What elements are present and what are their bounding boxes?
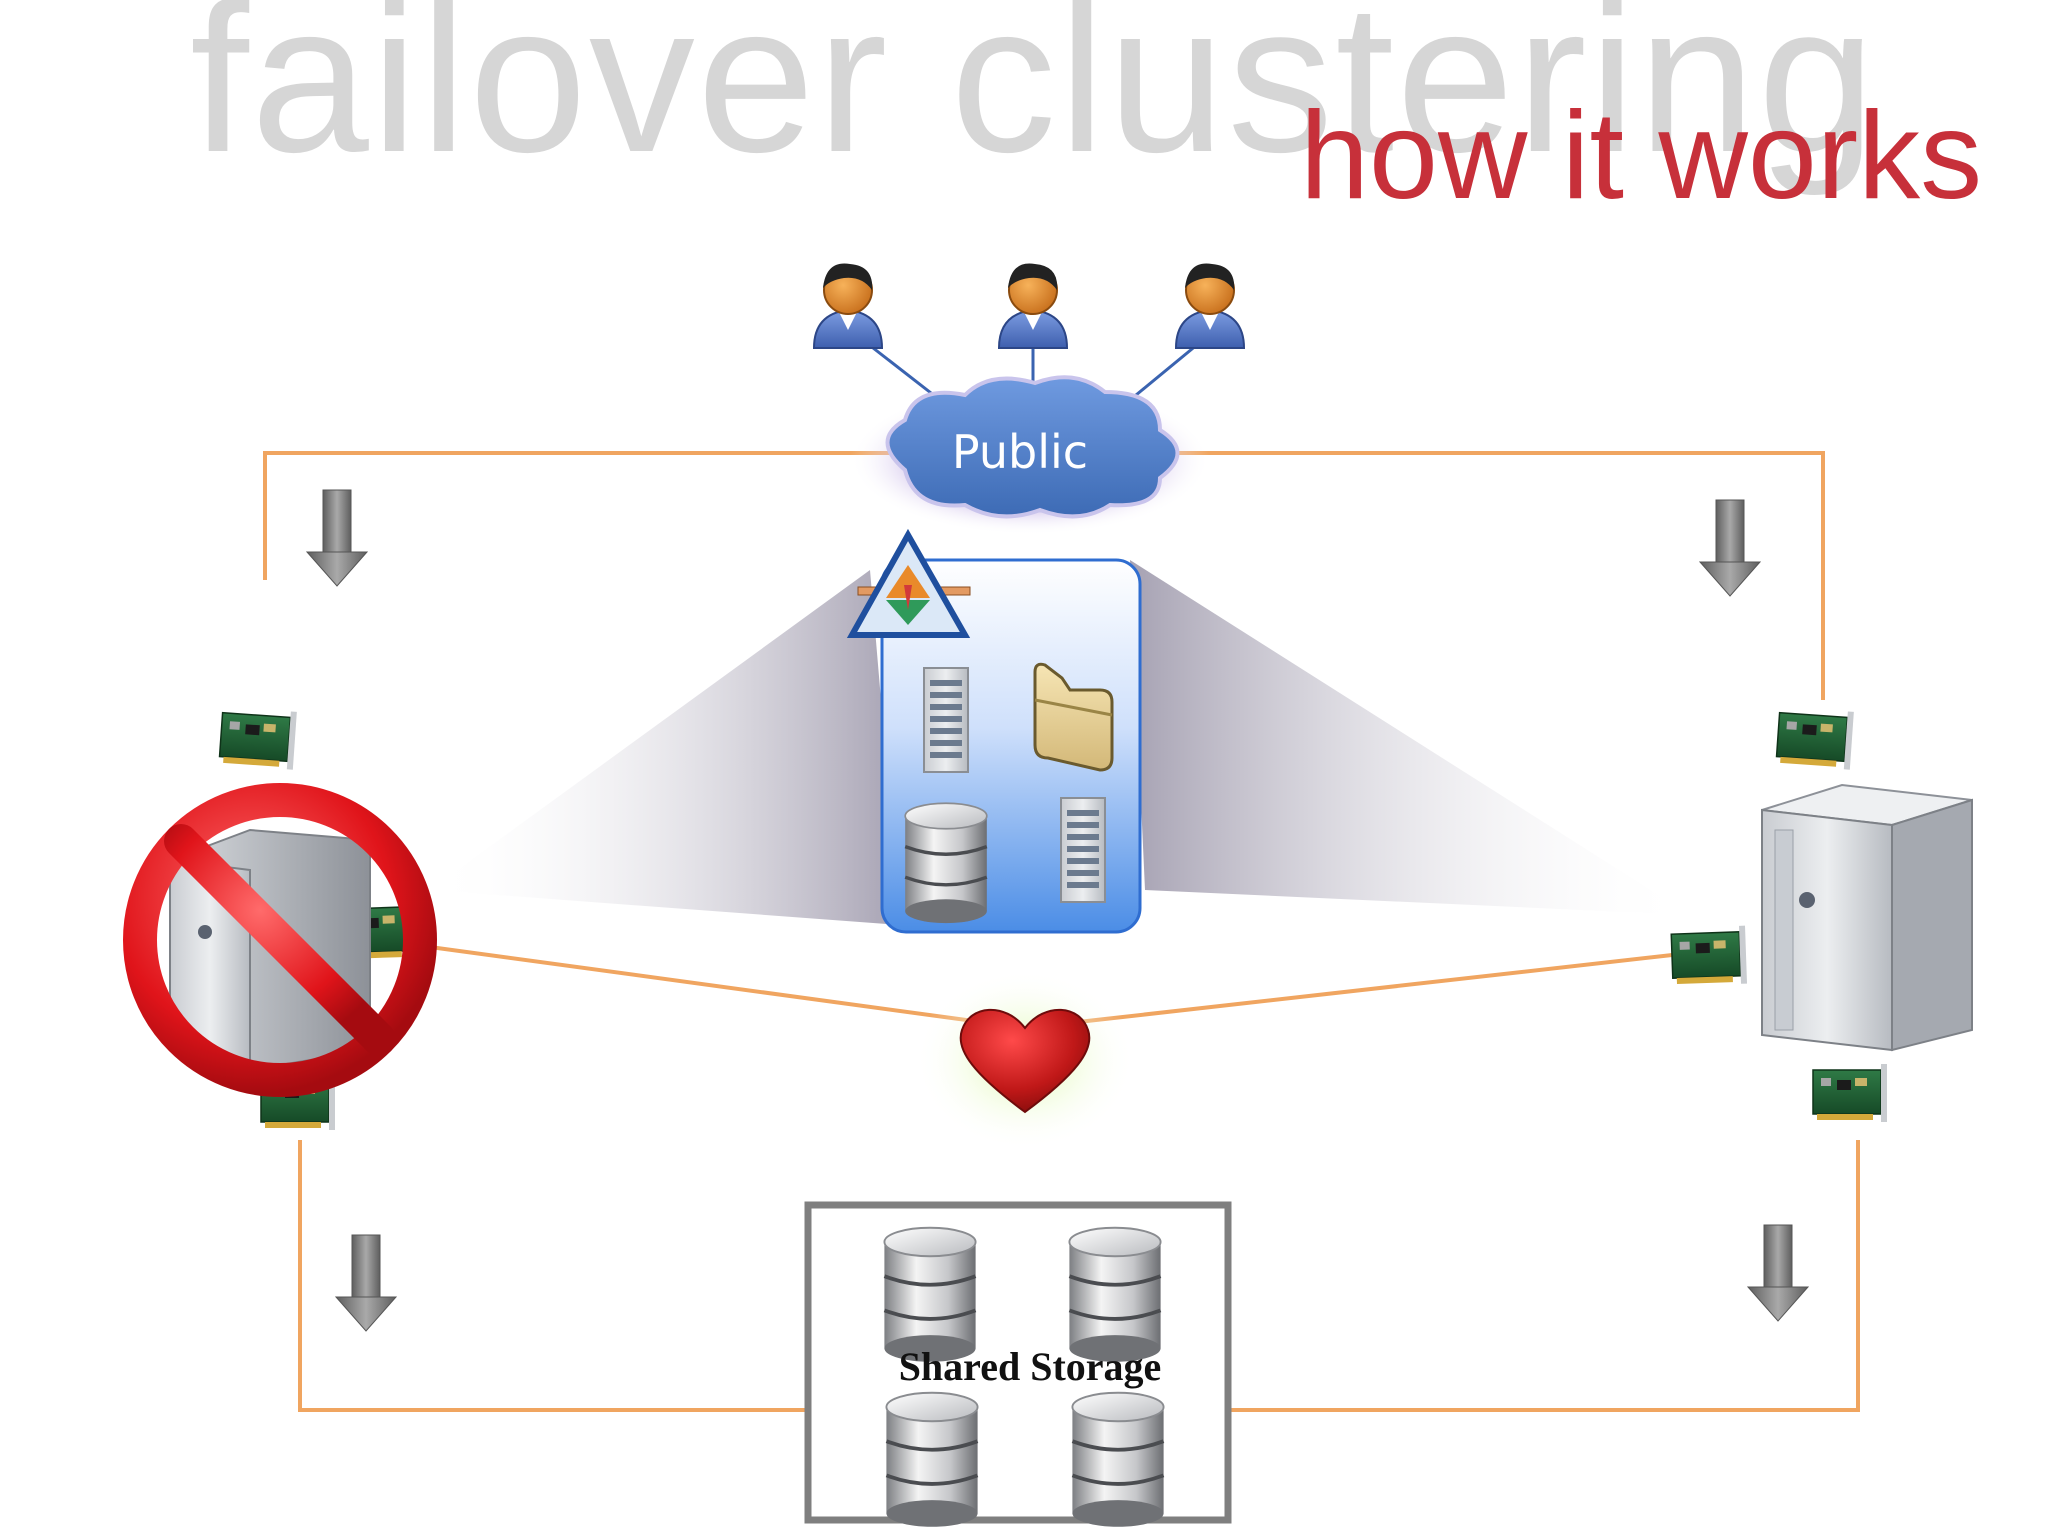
role-projection-right: [1130, 560, 1690, 915]
down-arrow-icon: [335, 1234, 397, 1332]
network-card-icon: [218, 705, 298, 771]
database-icon: [1067, 1225, 1163, 1364]
cluster-role-icon: [846, 528, 971, 638]
user-icon: [998, 262, 1068, 349]
down-arrow-icon: [1699, 499, 1761, 597]
prohibited-icon: [123, 783, 437, 1097]
shared-storage-label: Shared Storage: [899, 1344, 1162, 1389]
down-arrow-icon: [1747, 1224, 1809, 1322]
slide-title: failover clustering: [190, 0, 1878, 196]
role-projection-left: [430, 570, 900, 925]
user-icon: [1175, 262, 1245, 349]
database-icon: [884, 1390, 980, 1529]
slide-subtitle: how it works: [1300, 87, 1983, 225]
network-card-icon: [1812, 1063, 1888, 1123]
database-icon: [903, 801, 989, 925]
network-card-icon: [1670, 924, 1748, 987]
active-server-icon: [1761, 783, 1973, 1052]
server-icon: [1060, 797, 1106, 903]
public-network-label: Public: [952, 425, 1088, 479]
user-icon: [813, 262, 883, 349]
folder-icon: [1033, 662, 1114, 772]
cloud-icon: [885, 375, 1180, 519]
down-arrow-icon: [306, 489, 368, 587]
database-icon: [1070, 1390, 1166, 1529]
server-icon: [923, 667, 969, 773]
database-icon: [882, 1225, 978, 1364]
network-card-icon: [1775, 705, 1855, 771]
heartbeat-heart-icon: [959, 1008, 1091, 1114]
